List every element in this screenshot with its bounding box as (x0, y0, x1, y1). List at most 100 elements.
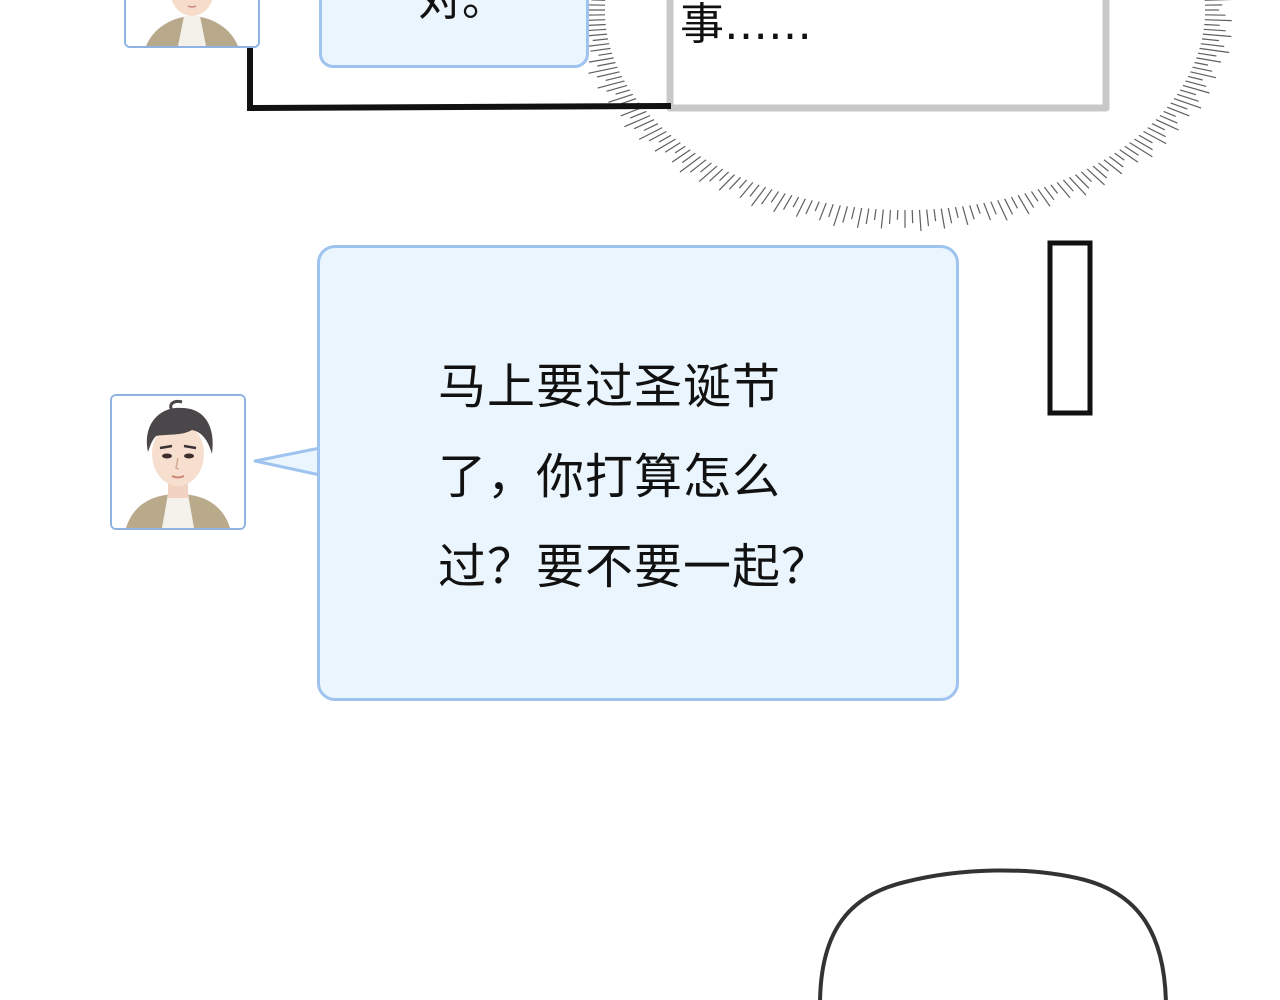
burst-line (933, 209, 937, 222)
burst-line (1092, 165, 1108, 179)
burst-line (689, 159, 707, 173)
burst-line (828, 204, 834, 218)
burst-line (997, 199, 1008, 221)
avatar-portrait-icon (126, 0, 258, 46)
main-bubble-tail (253, 446, 321, 477)
ink-frame-right (1047, 240, 1093, 416)
ink-frame-top (247, 47, 672, 112)
burst-line (700, 162, 712, 173)
burst-radiating-lines (574, 0, 1234, 232)
burst-line (833, 205, 841, 227)
burst-line (1204, 23, 1220, 26)
burst-line (1196, 57, 1222, 63)
burst-line (648, 130, 667, 142)
burst-line (658, 134, 672, 143)
burst-line (671, 149, 691, 163)
burst-line (674, 145, 686, 154)
burst-line (1114, 152, 1125, 161)
burst-line (795, 198, 806, 217)
burst-line (749, 184, 760, 197)
burst-line (664, 142, 681, 153)
bottom-speech-bubble (818, 868, 1168, 1000)
burst-line (1138, 134, 1153, 144)
burst-line (1200, 43, 1225, 48)
burst-line (1030, 191, 1039, 202)
burst-line (719, 171, 730, 182)
burst-line (851, 206, 856, 220)
burst-line (1129, 142, 1153, 158)
burst-line (761, 188, 773, 205)
burst-line (1166, 106, 1190, 117)
burst-line (1143, 130, 1167, 145)
burst-line (888, 209, 892, 225)
burst-line (983, 202, 992, 221)
burst-line (606, 84, 628, 92)
burst-line (1124, 145, 1139, 156)
burst-line (1163, 110, 1176, 117)
burst-line (738, 179, 748, 189)
burst-line (629, 110, 647, 119)
burst-line (782, 194, 793, 210)
avatar-speaker (110, 394, 246, 530)
burst-line (1203, 28, 1226, 32)
burst-line (880, 209, 884, 229)
burst-line (1024, 193, 1035, 208)
burst-line (962, 206, 969, 226)
burst-line (873, 209, 877, 221)
burst-line (1204, 19, 1232, 22)
burst-line (1080, 171, 1092, 183)
burst-line (1037, 188, 1051, 207)
burst-line (624, 114, 651, 128)
main-bubble-line-3: 过？要不要一起？ (438, 539, 831, 595)
burst-line (1155, 119, 1179, 131)
burst-line (638, 127, 663, 140)
burst-line (588, 57, 614, 63)
burst-line (1056, 182, 1071, 199)
burst-bubble-text: 事…… (680, 0, 812, 50)
main-bubble-line-1: 马上要过圣诞节 (438, 359, 782, 415)
burst-line (597, 61, 616, 67)
burst-line (588, 23, 606, 26)
burst-line (643, 123, 659, 132)
burst-line (739, 182, 754, 199)
burst-line (865, 208, 870, 225)
burst-line (1004, 198, 1014, 215)
burst-line (1147, 127, 1166, 138)
burst-line (1108, 156, 1124, 168)
burst-line (588, 66, 618, 74)
burst-line (1086, 168, 1106, 186)
burst-line (679, 156, 702, 173)
burst-line (814, 201, 820, 212)
burst-line (1197, 52, 1217, 57)
burst-line (728, 176, 742, 190)
burst-line (1119, 149, 1139, 163)
burst-line (1159, 114, 1178, 124)
burst-line (597, 80, 625, 89)
burst-line (954, 206, 959, 219)
avatar-portrait-icon (112, 396, 244, 528)
burst-line (1201, 38, 1219, 42)
burst-line (633, 119, 655, 130)
burst-line (1062, 179, 1074, 192)
burst-inner-frame (666, 0, 1110, 112)
burst-line (608, 93, 634, 103)
burst-line (1173, 98, 1202, 109)
burst-line (969, 205, 975, 220)
burst-line (1170, 102, 1188, 110)
burst-line (615, 89, 631, 95)
burst-line (940, 208, 946, 229)
burst-line (1050, 184, 1059, 194)
burst-line (698, 165, 718, 183)
burst-line (856, 207, 863, 228)
burst-line (1185, 80, 1207, 87)
burst-line (751, 186, 767, 207)
burst-line (792, 196, 800, 208)
burst-line (1151, 123, 1166, 131)
burst-line (708, 168, 724, 182)
burst-line (598, 52, 613, 56)
burst-line (1202, 33, 1232, 38)
main-chat-bubble (317, 245, 959, 701)
burst-line (818, 202, 827, 221)
burst-line (605, 75, 623, 81)
